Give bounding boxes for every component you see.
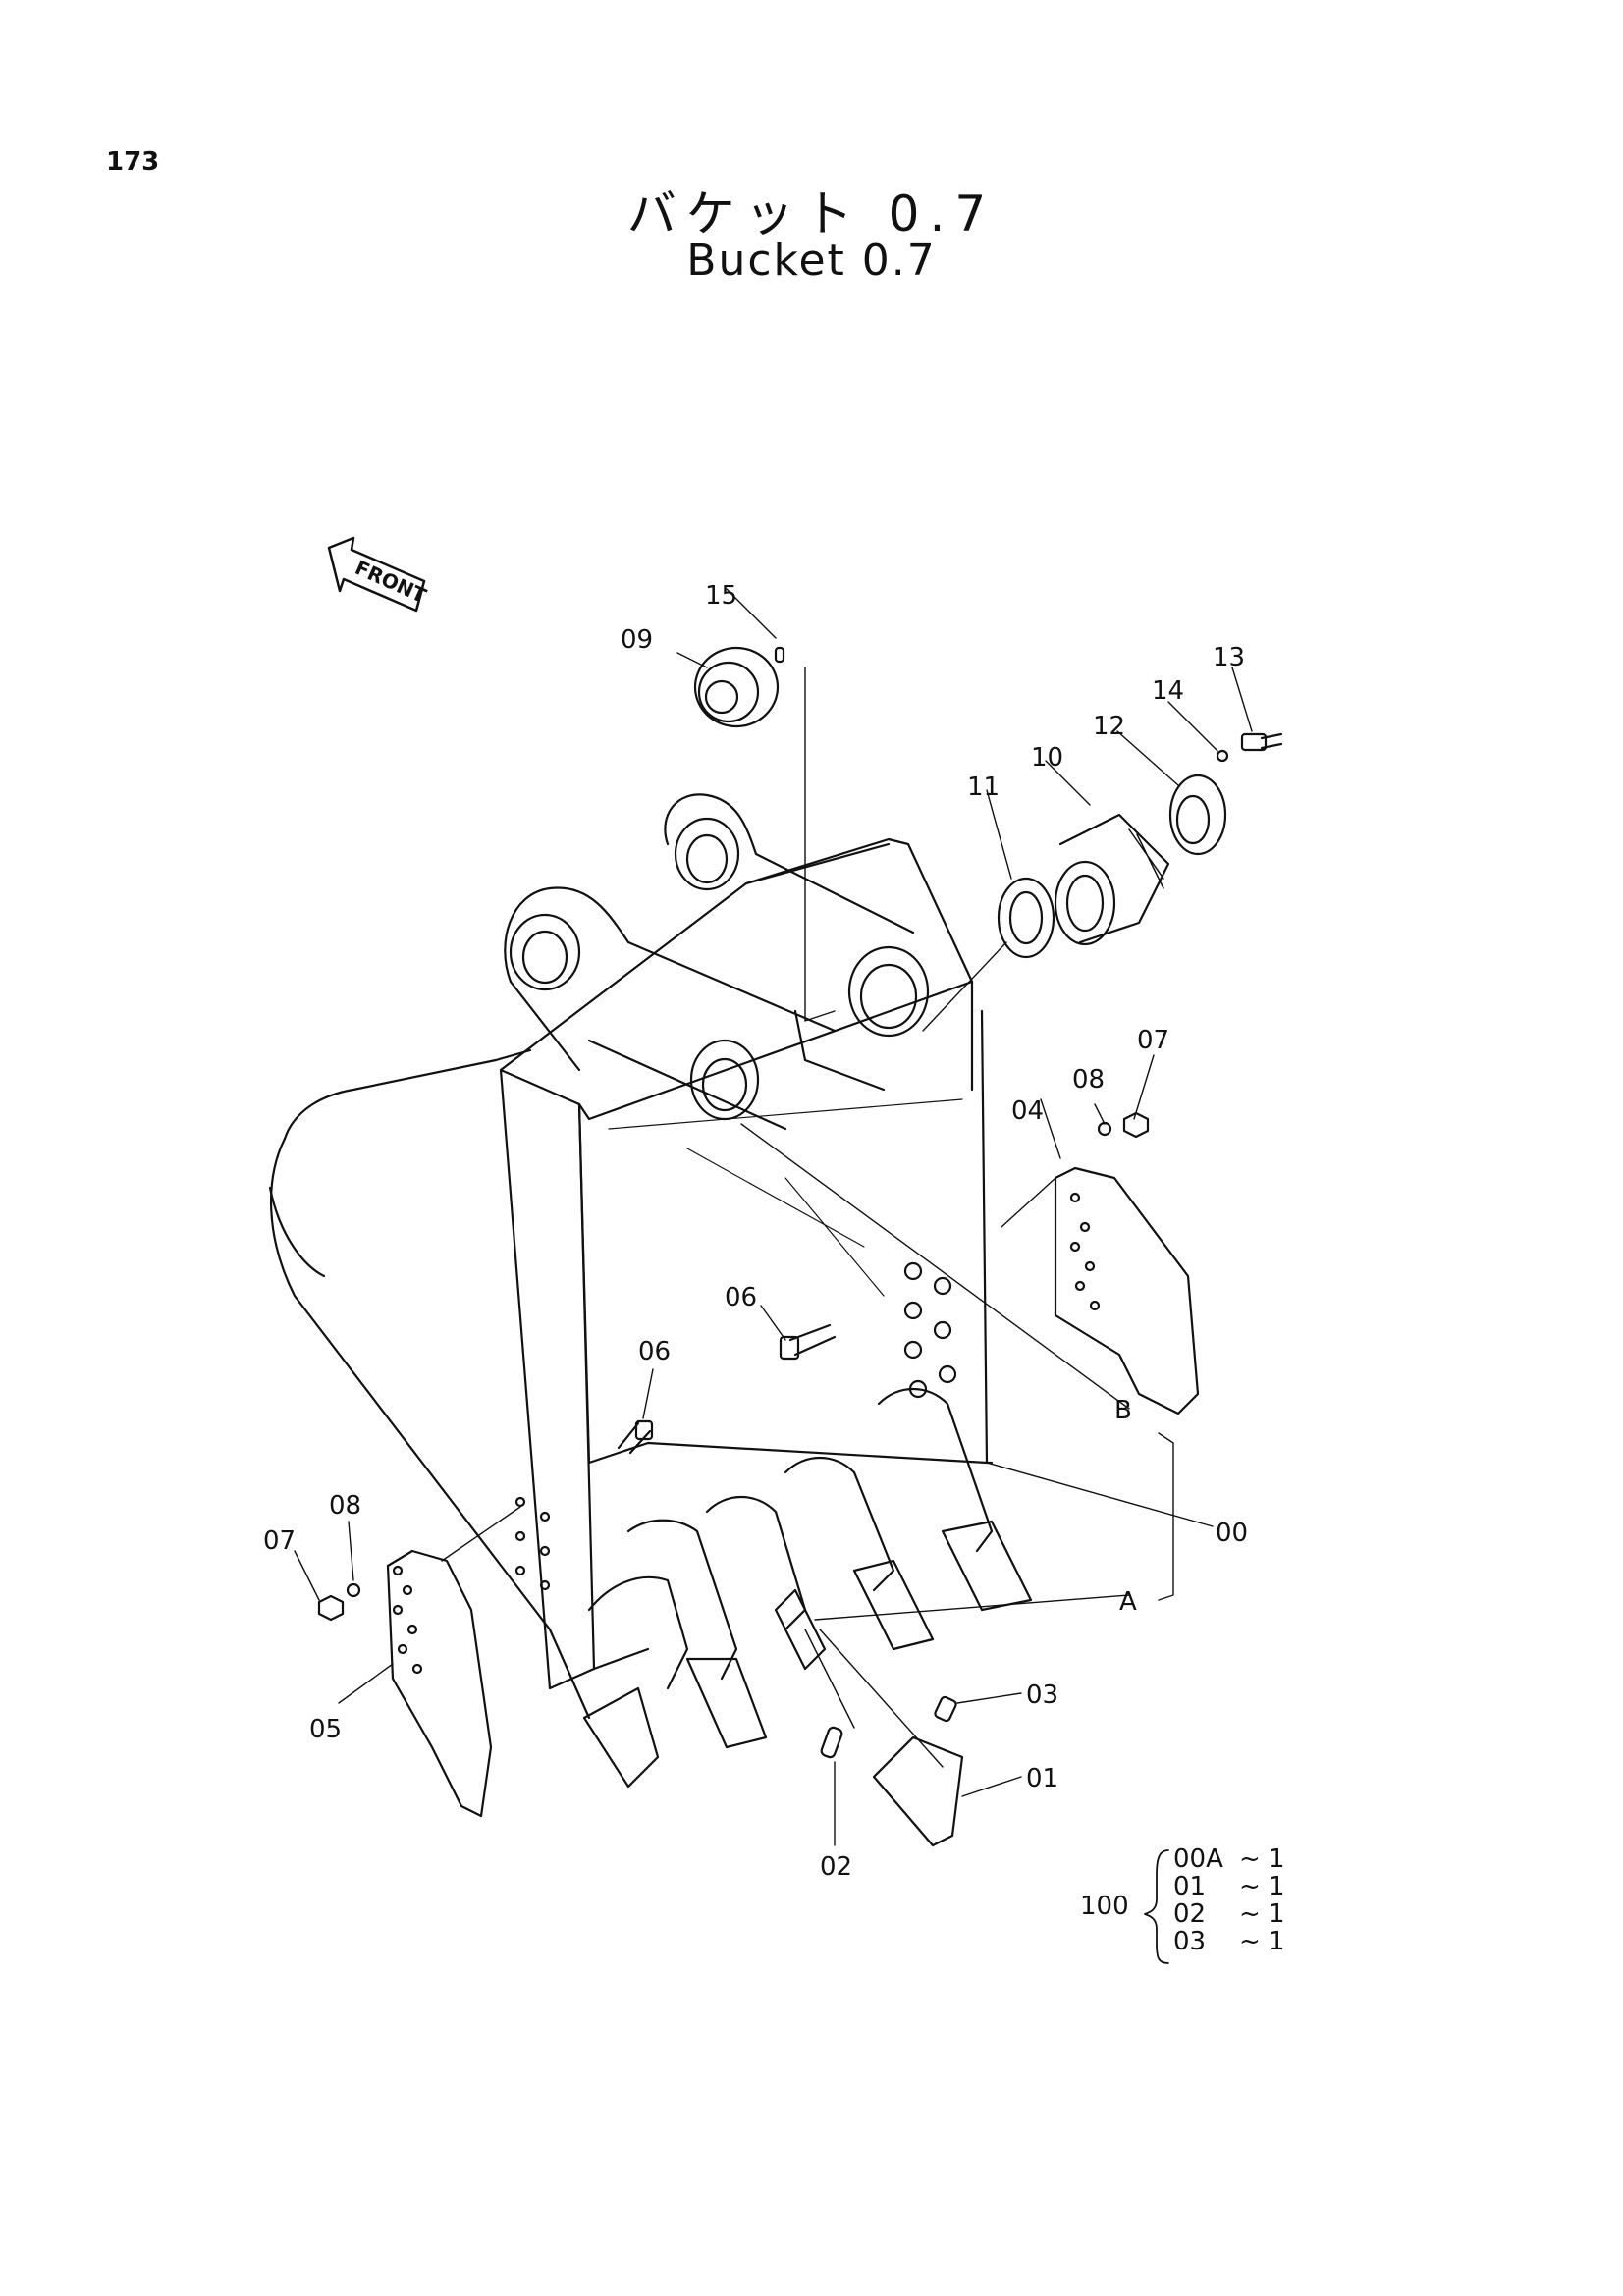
kit-item-qty: ~ 1 (1239, 1899, 1285, 1929)
front-arrow-icon: FRONT (327, 536, 430, 613)
callout-labels: 15 09 11 10 12 14 13 07 08 04 06 06 B 00… (263, 581, 1248, 1882)
lug-brackets (504, 793, 930, 1131)
kit-item-qty: ~ 1 (1239, 1927, 1285, 1956)
callout-09: 09 (621, 625, 653, 655)
teeth-row (582, 1387, 1033, 1847)
callout-06-left: 06 (638, 1337, 671, 1366)
callout-10: 10 (1031, 743, 1063, 773)
kit-bracket (1144, 1849, 1169, 1964)
title-english: Bucket 0.7 (686, 236, 937, 286)
callout-02: 02 (820, 1852, 852, 1882)
callout-04: 04 (1011, 1096, 1044, 1126)
kit-item-part: 02 (1173, 1899, 1206, 1929)
bucket-body (268, 837, 994, 1720)
pin-assembly (997, 732, 1283, 959)
bushing-09 (693, 646, 785, 728)
kit-list: 100 00A ~ 1 01 ~ 1 02 ~ 1 03 ~ 1 (1080, 1844, 1285, 1956)
page-number: 173 (106, 147, 160, 177)
side-cutter-right (1054, 1111, 1200, 1415)
side-cutter-left (317, 1496, 551, 1818)
kit-number: 100 (1080, 1892, 1129, 1921)
kit-item-part: 00A (1173, 1844, 1223, 1874)
callout-03: 03 (1026, 1681, 1058, 1710)
callout-00: 00 (1216, 1519, 1248, 1548)
title-japanese: バケット 0.7 (626, 186, 997, 242)
callout-07-right: 07 (1137, 1026, 1169, 1055)
callout-11: 11 (967, 773, 1000, 802)
right-bolt-holes (903, 1261, 957, 1399)
callout-B: B (1114, 1396, 1132, 1425)
callout-05: 05 (309, 1715, 342, 1744)
callout-01: 01 (1026, 1764, 1058, 1793)
bolts-06 (617, 1323, 837, 1455)
kit-item-qty: ~ 1 (1239, 1844, 1285, 1874)
callout-leaders (294, 588, 1253, 1846)
kit-item-part: 03 (1173, 1927, 1206, 1956)
kit-item-qty: ~ 1 (1239, 1872, 1285, 1901)
callout-15: 15 (705, 581, 737, 611)
callout-06-right: 06 (725, 1283, 757, 1312)
callout-08-left: 08 (329, 1491, 361, 1521)
callout-13: 13 (1213, 643, 1245, 672)
callout-07-left: 07 (263, 1526, 296, 1556)
callout-12: 12 (1093, 712, 1125, 741)
leader-lines (441, 667, 1214, 1768)
callout-A: A (1119, 1587, 1137, 1617)
kit-item-part: 01 (1173, 1872, 1206, 1901)
callout-14: 14 (1152, 676, 1184, 706)
callout-08-right: 08 (1072, 1065, 1105, 1095)
